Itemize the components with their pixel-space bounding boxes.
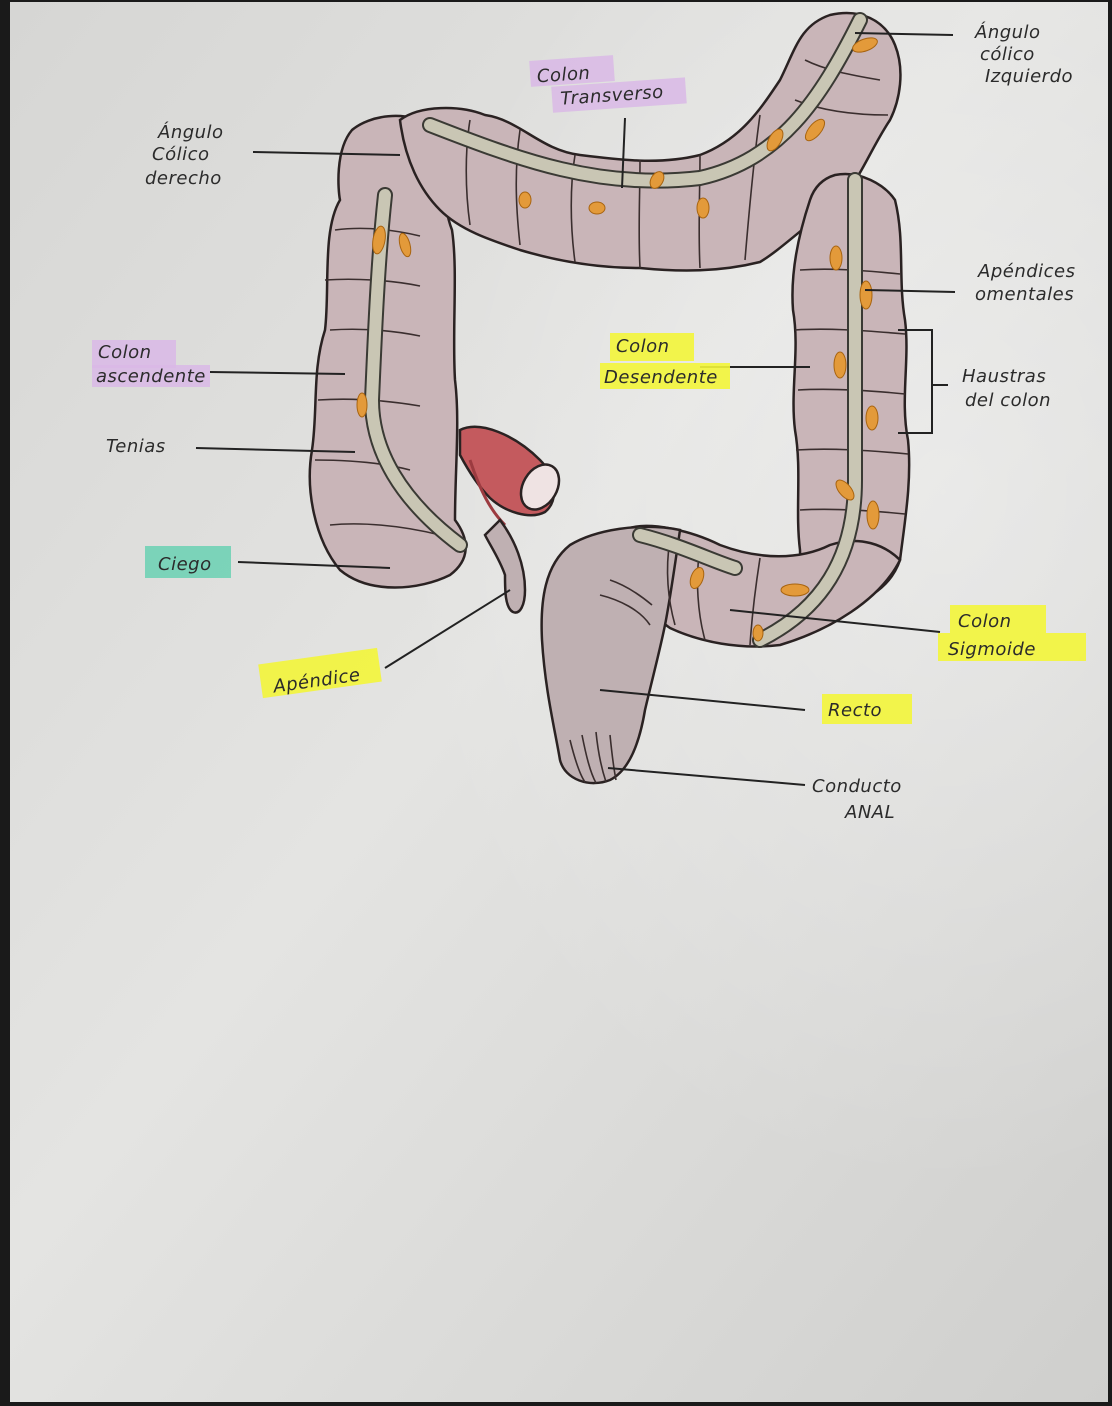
- label-recto: Recto: [828, 700, 882, 721]
- label-tenias: Tenias: [106, 436, 166, 457]
- label-ciego: Ciego: [158, 554, 212, 575]
